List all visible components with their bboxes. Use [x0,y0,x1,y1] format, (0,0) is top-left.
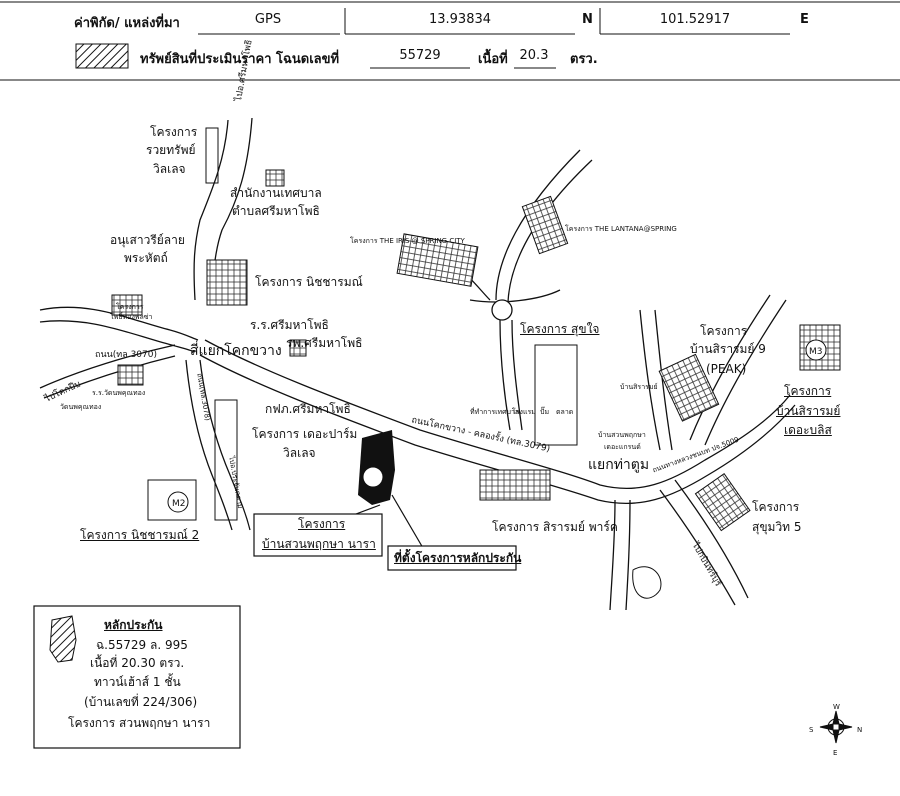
latitude-value: 13.93834 [428,12,492,27]
legend-line1: ฉ.55729 ล. 995 [96,638,188,652]
label-ruaysap-1: โครงการ [150,125,198,139]
label-school-wat: ร.ร.วัดนพคุณทอง [92,389,146,397]
label-sirarom9-2: บ้านสิรารมย์ 9 [690,342,766,356]
label-phothong-1: โครงการ [116,303,144,311]
label-municipal-1: สำนักงานเทศบาล [230,186,322,200]
legend-hatch [49,615,77,663]
coord-label: ค่าพิกัด/ แหล่งที่มา [74,16,180,31]
header-rules [0,1,900,81]
label-nitcharam-1: โครงการ นิชชารมณ์ [255,275,363,289]
label-subject-1: โครงการ [298,517,346,531]
area-label: เนื้อที่ [478,52,508,67]
lat-direction: N [582,12,593,27]
label-wat: วัดนพคุณทอง [60,403,102,411]
label-the-palm-2: วิลเลจ [283,446,316,460]
label-subject-2: บ้านสวนพฤกษา นารา [262,537,376,551]
label-m1: M1 [366,474,382,484]
legend-hatch-swatch [75,43,129,69]
plot-outlines [147,127,662,599]
label-bliss-1: โครงการ [784,384,832,398]
roads [39,117,796,611]
label-sirarom9-3: (PEAK) [706,362,747,376]
label-monument-1: อนุเสาวรีย์ลาย [110,233,185,247]
label-hospital: รพ.ศรีมหาโพธิ [286,336,363,350]
label-small-f: ปั๊ม [540,408,550,416]
label-lantana: โครงการ THE LANTANA@SPRING [565,225,677,233]
label-subject-site: ที่ตั้งโครงการหลักประกัน [394,551,522,565]
compass-n: N [857,726,863,734]
label-small-c: บ้านสวนพฤกษา [598,431,646,439]
subject-project-box [253,513,383,557]
compass-w: W [833,703,840,711]
compass-s: S [809,726,814,734]
compass-rose [819,710,853,744]
label-school-srimahaphot: ร.ร.ศรีมหาโพธิ [250,318,329,332]
legend-line2: เนื้อที่ 20.30 ตรว. [90,656,185,670]
area-unit: ตรว. [570,52,598,67]
m1-badge-ring [362,466,384,488]
label-small-a: ที่ทำการเทศบาล [470,408,520,416]
label-small-e: บ้านสิรารมย์ [620,383,658,391]
area-value: 20.3 [519,48,549,63]
label-small-g: ตลาด [556,408,574,416]
label-bliss-2: บ้านสิรารมย์ [776,404,841,418]
gps-source: GPS [254,12,282,27]
label-junction-khok-khwang: สี่แยกโคกขวาง [190,343,282,359]
label-m2: M2 [172,499,186,509]
label-phothong-2: โพธิ์ทองพลซ่า [110,313,153,321]
label-bliss-3: เดอะบลิส [784,423,832,437]
deed-number: 55729 [399,48,441,63]
label-road-3070: ถนน(ทล.3070) [95,350,157,360]
label-municipal-2: ตำบลศรีมหาโพธิ [232,204,320,218]
label-ruaysap-3: วิลเลจ [153,162,186,176]
legend-line5: โครงการ สวนพฤกษา นารา [68,716,211,730]
label-small-d: เดอะแกรนด์ [604,443,641,451]
label-sirarom9-1: โครงการ [700,324,748,338]
deed-label: ทรัพย์สินที่ประเมินราคา โฉนดเลขที่ [140,52,340,67]
compass-e: E [833,749,838,757]
longitude-value: 101.52917 [659,12,731,27]
label-sirarom-park: โครงการ สิรารมย์ พาร์ค [492,520,618,534]
label-the-palm-1: โครงการ เดอะปาร์ม [252,427,358,441]
label-power-office: กฟภ.ศรีมหาโพธิ [265,402,351,416]
label-junction-tatoom: แยกท่าตูม [588,457,650,473]
m3-badge-ring [805,339,827,361]
roundabout [491,299,513,321]
label-small-b: โรงแรม [512,408,536,416]
label-monument-2: พระหัตถ์ [124,251,168,265]
subject-site-box [387,545,517,571]
legend-line3: ทาวน์เฮ้าส์ 1 ชั้น [94,675,181,689]
m2-badge-ring [167,491,189,513]
label-m3: M3 [809,347,823,357]
label-iris: โครงการ THE IRIS @ SPRING CITY [350,237,465,245]
legend-title: หลักประกัน [104,618,163,632]
label-sukjai: โครงการ สุขใจ [520,322,600,336]
label-nitcharam-2: โครงการ นิชชารมณ์ 2 [80,528,200,542]
label-sukhumvit5-1: โครงการ [752,500,800,514]
label-sukhumvit5-2: สุขุมวิท 5 [752,520,802,534]
lon-direction: E [800,12,809,27]
label-ruaysap-2: รวยทรัพย์ [146,143,196,157]
project-blocks [111,169,841,532]
legend-line4: (บ้านเลขที่ 224/306) [84,695,198,709]
